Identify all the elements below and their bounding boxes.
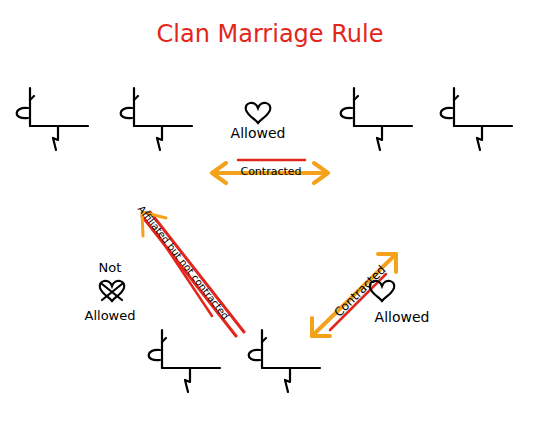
- person-figure: [149, 330, 220, 392]
- annotation-label: Affiliated but not contracted: [136, 203, 232, 321]
- person-figure: [249, 330, 320, 392]
- annotation-label: Allowed: [85, 309, 136, 323]
- person-figure: [121, 88, 192, 150]
- annotation-label: Allowed: [231, 126, 286, 141]
- diagram-title: Clan Marriage Rule: [157, 21, 384, 47]
- annotation-label: Contracted: [240, 166, 301, 178]
- annotation-label: Allowed: [375, 310, 430, 325]
- annotation-label: Not: [99, 261, 122, 275]
- heart-icon: [246, 103, 270, 123]
- person-figure: [441, 88, 512, 150]
- person-figure: [17, 88, 88, 150]
- person-figure: [341, 88, 412, 150]
- crossed-heart-icon: [100, 281, 124, 301]
- contract-arrow: [212, 160, 328, 183]
